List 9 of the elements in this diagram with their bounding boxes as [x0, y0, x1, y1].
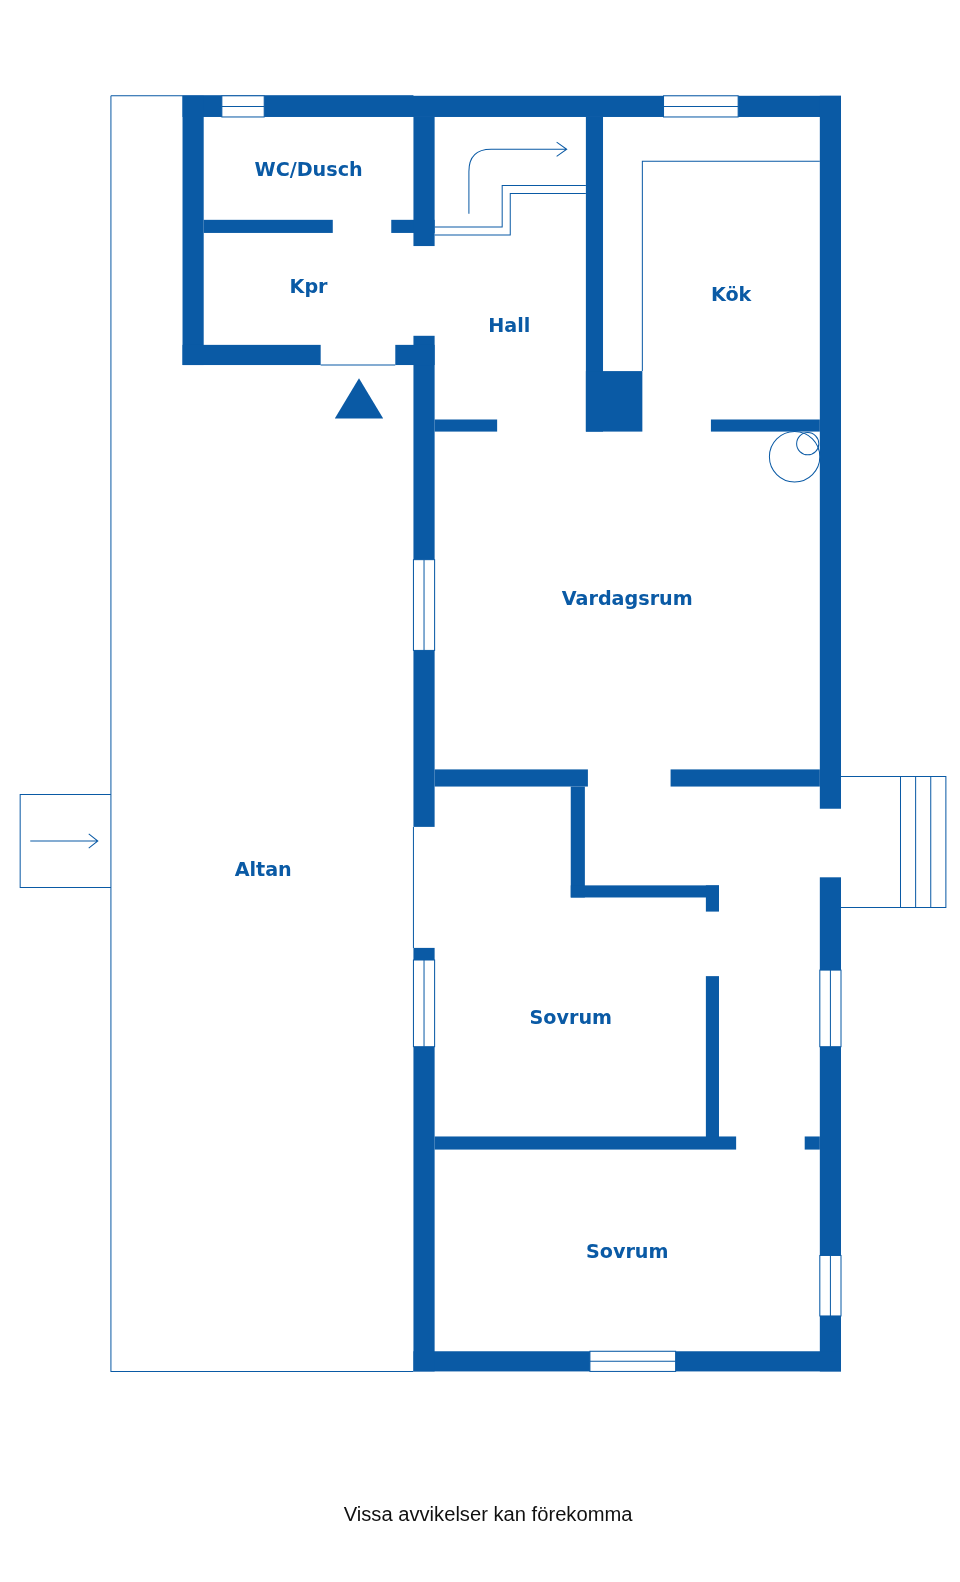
room-label: WC/Dusch [254, 158, 363, 181]
room-label: Sovrum [529, 1005, 612, 1028]
room-label: Altan [234, 858, 292, 881]
room-label: Sovrum [585, 1240, 669, 1263]
room-label: Hall [488, 313, 531, 336]
room-label: Kök [710, 282, 752, 305]
room-label: Vardagsrum [561, 586, 693, 610]
disclaimer-caption: Vissa avvikelser kan förekomma [343, 1503, 633, 1527]
room-label: Kpr [289, 275, 328, 298]
